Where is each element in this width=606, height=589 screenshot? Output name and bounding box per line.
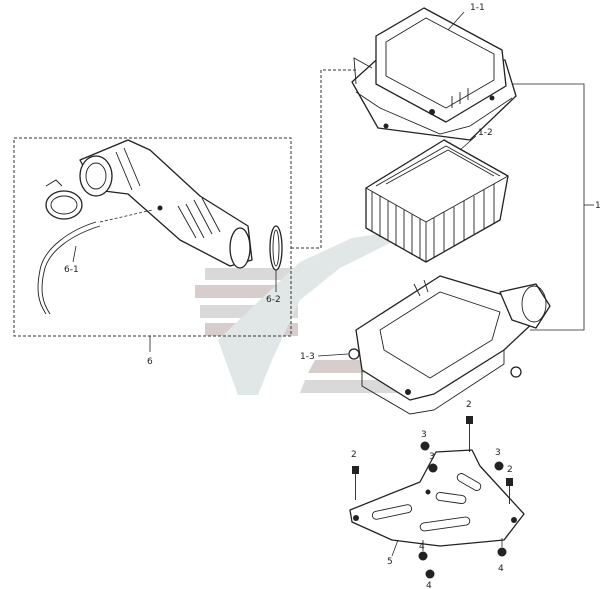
filter-element [365,139,509,263]
nut-4-a [418,551,428,561]
callout-2-right: 2 [507,465,513,475]
callout-3-b: 3 [429,452,435,462]
air-cleaner-case [348,275,551,415]
callout-1: 1 [595,201,601,211]
callout-5: 5 [387,557,393,567]
callout-6-1: 6-1 [64,265,79,275]
bolt-2-right [506,478,513,504]
mounting-bracket [349,449,525,547]
bolt-2-left [352,466,359,500]
callout-3-c: 3 [495,448,501,458]
nut-3-b [428,463,438,473]
callout-4-c: 4 [498,564,504,574]
nut-3-c [494,461,504,471]
assembly-1-bracket [500,83,585,331]
callout-2-center: 2 [466,400,472,410]
hose-to-cover-leader [291,69,358,249]
small-clamp [269,225,283,271]
assembly-6-boundary [13,137,292,337]
callout-6-2: 6-2 [266,295,281,305]
bolt-2-center [466,416,473,452]
callout-1-2: 1-2 [478,128,493,138]
nut-4-c [497,547,507,557]
nut-4-b [425,569,435,579]
callout-2-left: 2 [351,450,357,460]
callout-6: 6 [147,357,153,367]
callout-3-a: 3 [421,430,427,440]
intake-hose [79,139,253,269]
callout-4-a: 4 [419,542,425,552]
air-cleaner-cover [351,7,517,141]
callout-4-b: 4 [426,581,432,589]
nut-3-a [420,441,430,451]
callout-1-3: 1-3 [300,352,315,362]
callout-1-1: 1-1 [470,3,485,13]
hose-clamp-and-wire [37,179,153,315]
